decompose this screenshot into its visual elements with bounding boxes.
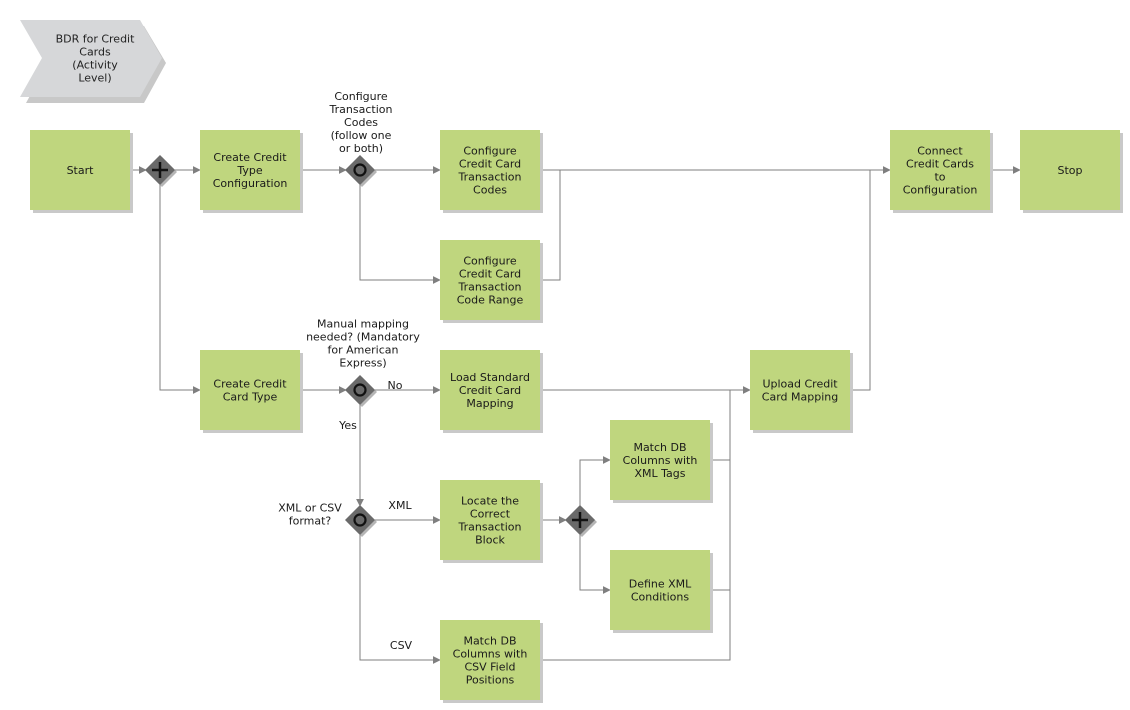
activity-start-label: Start <box>67 164 95 177</box>
edge-csv-to-match-csv <box>359 534 441 664</box>
edge-label-yes: Yes <box>338 419 357 432</box>
circle-icon <box>353 163 367 177</box>
edge-gateway-to-create-credit-card-type <box>159 184 201 394</box>
edge-parallel-to-match-xml-tags <box>579 456 611 506</box>
edge-match-csv-merge <box>540 590 731 661</box>
or-gateway-xml-or-csv[interactable] <box>345 505 377 537</box>
edge-label-csv: CSV <box>390 639 413 652</box>
edge-or-gateway-to-code-range <box>359 184 441 284</box>
activity-start[interactable]: Start <box>30 130 133 213</box>
or-gateway-manual-mapping[interactable] <box>345 375 377 407</box>
circle-icon <box>353 513 367 527</box>
edge-parallel-to-define-xml-conditions <box>579 534 611 594</box>
edge-label-no: No <box>388 379 403 392</box>
parallel-gateway-start[interactable] <box>145 155 177 187</box>
plus-icon <box>152 162 168 178</box>
or-gateway-transaction-codes[interactable] <box>345 155 377 187</box>
activity-stop[interactable]: Stop <box>1020 130 1123 213</box>
circle-icon <box>353 383 367 397</box>
activity-stop-label: Stop <box>1057 164 1082 177</box>
edge-code-range-merge <box>540 170 561 281</box>
connectors <box>130 166 1021 664</box>
edge-upload-to-connect <box>850 170 871 391</box>
parallel-gateway-xml[interactable] <box>565 505 597 537</box>
plus-icon <box>572 512 588 528</box>
edge-label-xml: XML <box>388 499 412 512</box>
